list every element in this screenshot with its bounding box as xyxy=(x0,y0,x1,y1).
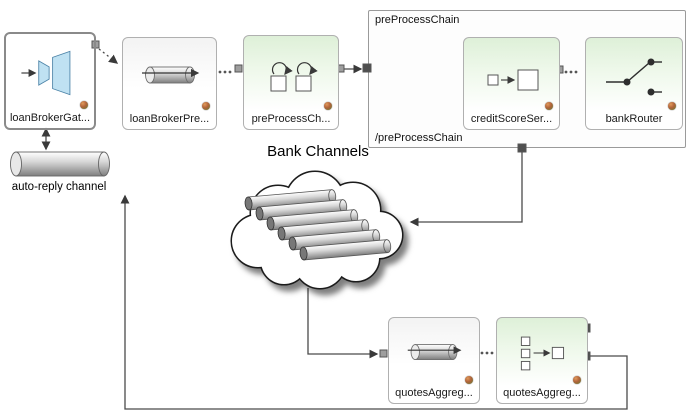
node-label: quotesAggreg... xyxy=(503,387,581,399)
router-switch-icon xyxy=(588,40,680,111)
chain-close-label: /preProcessChain xyxy=(375,132,463,144)
node-label: creditScoreSer... xyxy=(470,113,553,125)
spring-logo-icon xyxy=(202,102,210,110)
chain-open-label: preProcessChain xyxy=(375,14,460,26)
bank-channel-pipes-icon xyxy=(244,189,392,261)
node-quotes-aggregator: quotesAggreg... xyxy=(496,317,588,404)
auto-reply-channel-label: auto-reply channel xyxy=(11,181,107,193)
auto-reply-channel-cylinder-icon xyxy=(10,151,110,177)
aggregator-icon xyxy=(499,320,585,385)
spring-logo-icon xyxy=(573,376,581,384)
node-label: quotesAggreg... xyxy=(395,387,473,399)
node-label: bankRouter xyxy=(605,113,663,125)
spring-logo-icon xyxy=(545,102,553,110)
node-credit-score-service: creditScoreSer... xyxy=(463,37,560,130)
spring-logo-icon xyxy=(465,376,473,384)
service-activator-icon xyxy=(466,40,557,111)
node-label: loanBrokerGat... xyxy=(9,112,91,124)
node-loan-broker-pre-channel: loanBrokerPre... xyxy=(122,37,217,130)
message-channel-cylinder-icon xyxy=(125,40,214,111)
bank-channels-label: Bank Channels xyxy=(267,143,369,160)
spring-logo-icon xyxy=(324,102,332,110)
node-label: preProcessCh... xyxy=(251,113,331,125)
chain-loop-squares-icon xyxy=(246,38,336,111)
connection-port xyxy=(234,64,243,73)
message-channel-cylinder-icon xyxy=(391,320,477,385)
bank-channels-cloud xyxy=(230,170,404,290)
node-label: loanBrokerPre... xyxy=(129,113,210,125)
gateway-icon xyxy=(8,36,92,110)
node-bank-router: bankRouter xyxy=(585,37,683,130)
wire-container-to-cloud xyxy=(409,152,523,227)
connection-port xyxy=(379,349,388,358)
node-loan-broker-gateway: loanBrokerGat... xyxy=(4,32,96,130)
node-quotes-agg-channel: quotesAggreg... xyxy=(388,317,480,404)
node-pre-process-chain: preProcessCh... xyxy=(243,35,339,130)
spring-logo-icon xyxy=(668,102,676,110)
spring-logo-icon xyxy=(80,101,88,109)
wire-gateway-prechannel xyxy=(98,48,119,64)
